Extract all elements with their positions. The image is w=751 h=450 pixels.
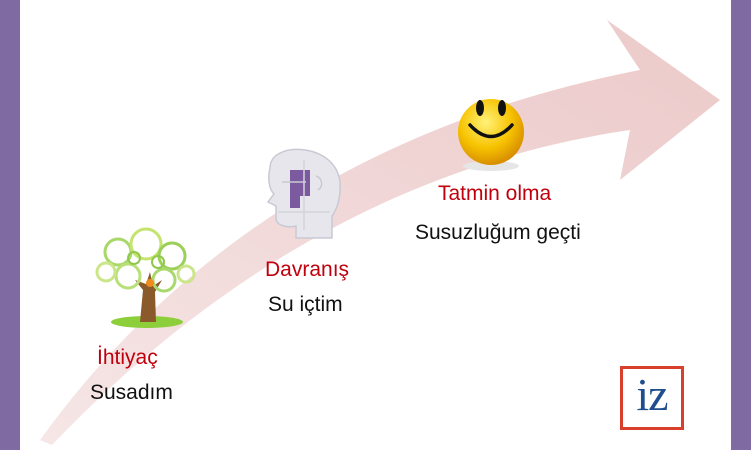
stage-1-subtitle: Susadım — [90, 381, 173, 404]
progress-arrow — [40, 20, 720, 445]
right-purple-border — [731, 0, 751, 450]
slide-canvas — [20, 0, 731, 450]
stage-2-subtitle: Su içtim — [268, 293, 343, 316]
stage-2-title: Davranış — [265, 258, 350, 281]
iz-logo: iz — [620, 366, 684, 430]
left-purple-border — [0, 0, 20, 450]
stage-1-title: İhtiyaç — [97, 346, 158, 369]
puzzle-head-icon — [266, 148, 341, 239]
stage-3-title: Tatmin olma — [438, 182, 552, 205]
logo-text: iz — [636, 369, 668, 420]
stage-3-subtitle: Susuzluğum geçti — [415, 221, 581, 244]
smiley-icon — [458, 99, 524, 171]
tree-icon — [95, 227, 196, 328]
